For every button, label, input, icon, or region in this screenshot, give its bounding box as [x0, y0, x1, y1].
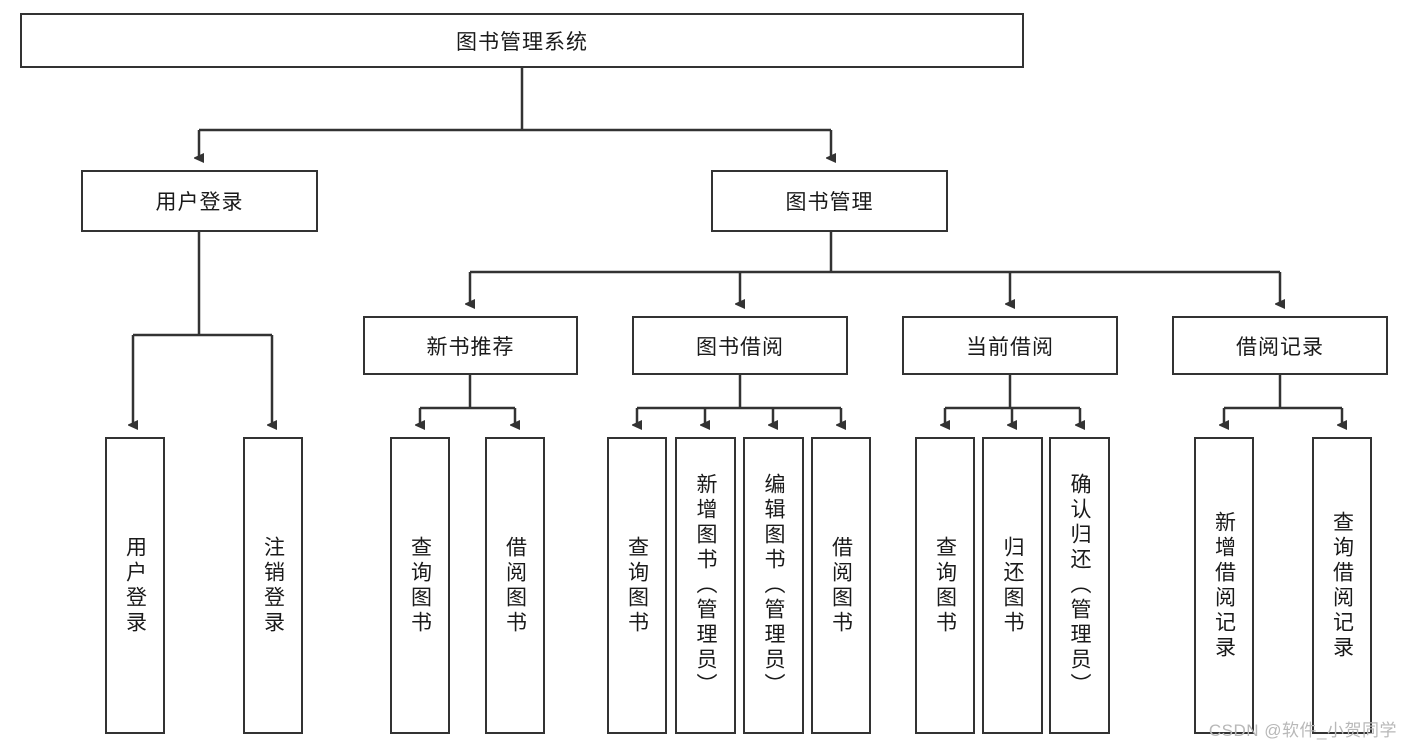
node-label: 查询借阅记录	[1330, 510, 1354, 661]
leaf-current-borrow-query-book[interactable]: 查询图书	[915, 437, 975, 734]
node-book-management[interactable]: 图书管理	[711, 170, 948, 232]
node-label: 归还图书	[1001, 535, 1024, 636]
leaf-user-login-login[interactable]: 用户登录	[105, 437, 165, 734]
node-label: 新增借阅记录	[1212, 510, 1236, 661]
leaf-book-borrow-edit-book-admin[interactable]: 编辑图书（管理员）	[743, 437, 804, 734]
leaf-new-book-borrow-book[interactable]: 借阅图书	[485, 437, 545, 734]
node-label: 当前借阅	[966, 335, 1054, 359]
node-label: 查询图书	[933, 535, 957, 636]
node-label: 借阅记录	[1236, 335, 1324, 359]
watermark-text: CSDN @软件_小贺同学	[1208, 721, 1397, 740]
node-label: 用户登录	[155, 191, 244, 214]
node-root-book-management-system[interactable]: 图书管理系统	[20, 13, 1024, 68]
node-borrow-record[interactable]: 借阅记录	[1172, 316, 1388, 375]
node-user-login[interactable]: 用户登录	[81, 170, 318, 232]
leaf-new-book-query-book[interactable]: 查询图书	[390, 437, 450, 734]
leaf-current-borrow-confirm-return-admin[interactable]: 确认归还（管理员）	[1049, 437, 1110, 734]
leaf-borrow-record-query-record[interactable]: 查询借阅记录	[1312, 437, 1372, 734]
node-label: 用户登录	[123, 535, 147, 636]
leaf-book-borrow-query-book[interactable]: 查询图书	[607, 437, 667, 734]
node-label: 图书管理	[785, 191, 874, 214]
leaf-book-borrow-borrow-book[interactable]: 借阅图书	[811, 437, 871, 734]
node-label: 新增图书（管理员）	[694, 473, 717, 698]
node-label: 图书管理系统	[456, 30, 588, 54]
node-current-borrow[interactable]: 当前借阅	[902, 316, 1118, 375]
node-label: 借阅图书	[829, 535, 853, 636]
node-label: 确认归还（管理员）	[1068, 473, 1091, 698]
node-new-book-recommendation[interactable]: 新书推荐	[363, 316, 578, 375]
node-label: 查询图书	[625, 535, 649, 636]
node-label: 图书借阅	[696, 335, 784, 359]
leaf-book-borrow-add-book-admin[interactable]: 新增图书（管理员）	[675, 437, 736, 734]
node-label: 编辑图书（管理员）	[762, 473, 785, 698]
node-label: 注销登录	[261, 535, 285, 636]
leaf-user-login-logout[interactable]: 注销登录	[243, 437, 303, 734]
leaf-current-borrow-return-book[interactable]: 归还图书	[982, 437, 1043, 734]
node-label: 新书推荐	[426, 335, 515, 359]
node-book-borrow[interactable]: 图书借阅	[632, 316, 848, 375]
leaf-borrow-record-add-record[interactable]: 新增借阅记录	[1194, 437, 1254, 734]
node-label: 借阅图书	[503, 535, 527, 636]
node-label: 查询图书	[408, 535, 432, 636]
